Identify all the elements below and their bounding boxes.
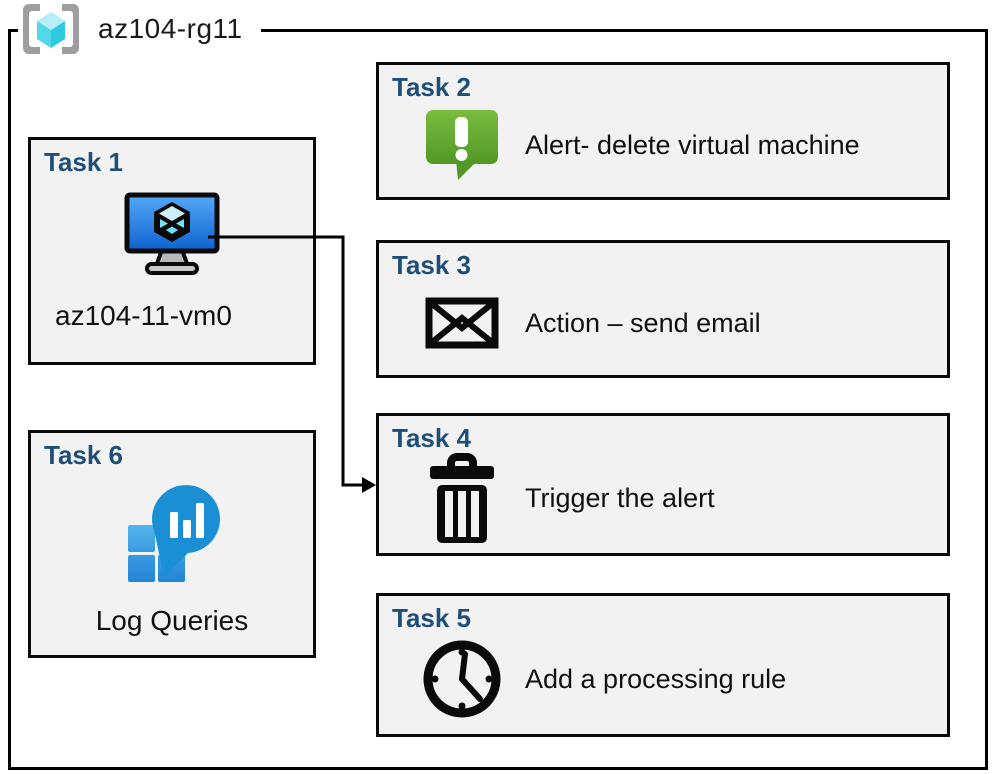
task5-icon-slot [421,639,503,719]
task6-box: Task 6 [28,430,316,658]
task5-row: Add a processing rule [379,630,939,728]
resource-group-icon [23,4,79,54]
task4-heading: Task 4 [392,423,472,453]
task5-box: Task 5 Add a processing rule [376,593,950,737]
task3-description: Action – send email [525,307,761,338]
log-analytics-icon [128,485,220,582]
virtual-machine-icon [124,192,220,275]
task6-heading: Task 6 [44,440,124,470]
task3-box: Task 3 Action – send email [376,240,950,378]
task4-box: Task 4 Trigger the alert [376,413,950,556]
task4-row: Trigger the alert [379,450,939,547]
alert-icon [426,110,498,180]
task5-description: Add a processing rule [525,663,787,694]
task6-caption: Log Queries [95,605,249,636]
task1-heading: Task 1 [44,147,124,177]
task2-icon-slot [421,108,503,182]
task6-icon-wrap [31,485,313,583]
task2-heading: Task 2 [392,72,472,102]
task2-box: Task 2 Alert- delete virtual machin [376,62,950,200]
task2-row: Alert- delete virtual machine [379,99,939,191]
trash-icon [430,452,494,543]
task3-icon-slot [421,297,503,349]
email-icon [425,297,499,349]
clock-icon [423,640,501,718]
task2-description: Alert- delete virtual machine [525,129,860,160]
task4-description: Trigger the alert [525,483,715,513]
task1-icon-wrap [31,192,313,276]
resource-group-title: az104-rg11 [98,13,243,44]
resource-group-header: az104-rg11 [18,1,261,57]
task5-heading: Task 5 [392,603,472,633]
task3-row: Action – send email [379,277,939,369]
task3-heading: Task 3 [392,250,472,280]
task4-icon-slot [421,452,503,545]
task1-caption: az104-11-vm0 [55,300,232,331]
task1-box: Task 1 [28,137,316,365]
